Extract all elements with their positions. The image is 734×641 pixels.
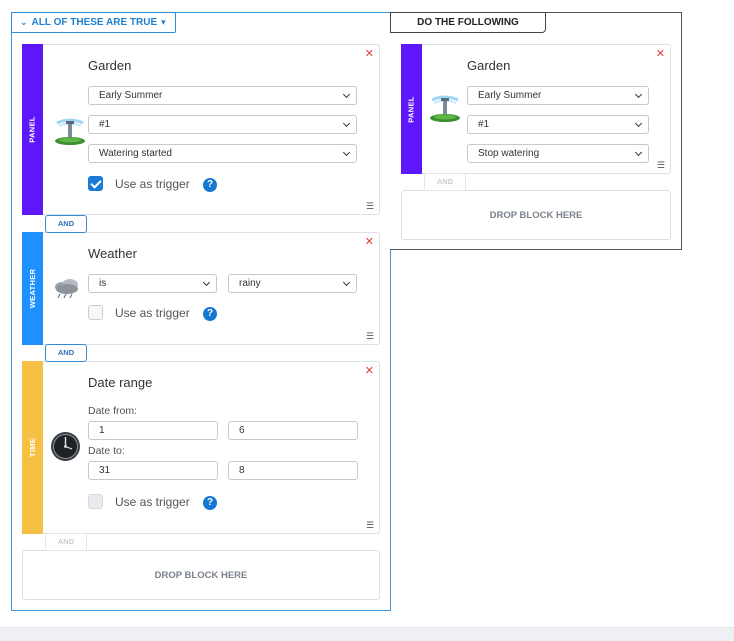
chevron-down-icon (202, 278, 211, 287)
zone-select[interactable]: #1 (88, 115, 357, 134)
block-category-bar: TIME (22, 361, 43, 534)
and-connector-placeholder: AND (45, 533, 87, 551)
action-select-value: Stop watering (478, 148, 540, 159)
rule-editor-canvas: ⌄ ALL OF THESE ARE TRUE ▾ PANEL Garden ✕… (0, 0, 734, 628)
date-to-day-value: 31 (99, 465, 111, 476)
block-category-label: PANEL (28, 116, 37, 143)
block-category-bar: WEATHER (22, 232, 43, 345)
use-as-trigger-label: Use as trigger (115, 177, 190, 191)
block-category-bar: PANEL (22, 44, 43, 215)
drag-handle-icon[interactable]: ☰ (365, 520, 374, 530)
zone-select-value: #1 (478, 119, 490, 130)
date-from-month-value: 6 (239, 425, 245, 436)
chevron-down-icon (342, 90, 351, 99)
date-range-condition-block[interactable]: TIME Date range ✕ Date from: 1 6 Date to… (22, 361, 380, 534)
block-category-label: TIME (28, 437, 37, 458)
use-as-trigger-checkbox[interactable] (88, 494, 103, 509)
action-select[interactable]: Stop watering (467, 144, 649, 163)
and-connector-placeholder: AND (424, 173, 466, 191)
block-title: Garden (467, 58, 511, 73)
block-title: Date range (88, 375, 153, 390)
chevron-down-icon (634, 148, 643, 157)
block-category-label: WEATHER (28, 268, 37, 309)
drag-handle-icon[interactable]: ☰ (365, 331, 374, 341)
date-to-label: Date to: (88, 445, 125, 457)
caret-down-icon: ▾ (161, 17, 166, 27)
weather-operator-value: is (99, 278, 107, 289)
chevron-down-icon (634, 90, 643, 99)
chevron-down-icon (634, 119, 643, 128)
clock-icon (50, 431, 81, 462)
help-icon[interactable]: ? (203, 496, 217, 510)
and-connector: AND (45, 344, 87, 362)
drag-handle-icon[interactable]: ☰ (365, 201, 374, 211)
date-from-day-input[interactable]: 1 (88, 421, 218, 440)
zone-select[interactable]: #1 (467, 115, 649, 134)
use-as-trigger-checkbox[interactable] (88, 176, 103, 191)
date-to-day-input[interactable]: 31 (88, 461, 218, 480)
weather-value: rainy (239, 278, 261, 289)
close-icon[interactable]: ✕ (364, 236, 374, 248)
weather-value-select[interactable]: rainy (228, 274, 357, 293)
use-as-trigger-checkbox[interactable] (88, 305, 103, 320)
conditions-drop-zone[interactable]: DROP BLOCK HERE (22, 550, 380, 600)
event-select-value: Watering started (99, 148, 172, 159)
use-as-trigger-label: Use as trigger (115, 495, 190, 509)
sprinkler-icon (53, 115, 87, 147)
use-as-trigger-label: Use as trigger (115, 306, 190, 320)
block-category-label: PANEL (407, 95, 416, 123)
garden-condition-block[interactable]: PANEL Garden ✕ Early Summer #1 Watering … (22, 44, 380, 215)
season-select[interactable]: Early Summer (467, 86, 649, 105)
help-icon[interactable]: ? (203, 178, 217, 192)
conditions-mode-label: ALL OF THESE ARE TRUE (31, 17, 158, 28)
conditions-mode-dropdown[interactable]: ⌄ ALL OF THESE ARE TRUE ▾ (11, 12, 176, 33)
date-from-month-input[interactable]: 6 (228, 421, 358, 440)
garden-action-block[interactable]: PANEL Garden ✕ Early Summer #1 Stop wate… (401, 44, 671, 174)
block-title: Garden (88, 58, 132, 73)
close-icon[interactable]: ✕ (364, 48, 374, 60)
block-category-bar: PANEL (401, 44, 422, 174)
season-select-value: Early Summer (99, 90, 163, 101)
date-from-label: Date from: (88, 405, 138, 417)
actions-drop-zone[interactable]: DROP BLOCK HERE (401, 190, 671, 240)
date-to-month-value: 8 (239, 465, 245, 476)
season-select-value: Early Summer (478, 90, 542, 101)
actions-header: DO THE FOLLOWING (390, 12, 546, 33)
weather-condition-block[interactable]: WEATHER Weather ✕ is rainy Use as trigge… (22, 232, 380, 345)
event-select[interactable]: Watering started (88, 144, 357, 163)
drag-handle-icon[interactable]: ☰ (656, 160, 665, 170)
close-icon[interactable]: ✕ (655, 48, 665, 60)
season-select[interactable]: Early Summer (88, 86, 357, 105)
chevron-down-icon (342, 148, 351, 157)
and-connector: AND (45, 215, 87, 233)
weather-operator-select[interactable]: is (88, 274, 217, 293)
date-to-month-input[interactable]: 8 (228, 461, 358, 480)
drop-zone-label: DROP BLOCK HERE (489, 209, 583, 221)
block-title: Weather (88, 246, 137, 261)
close-icon[interactable]: ✕ (364, 365, 374, 377)
date-from-day-value: 1 (99, 425, 105, 436)
drop-zone-label: DROP BLOCK HERE (154, 569, 248, 581)
sprinkler-icon (428, 92, 462, 124)
help-icon[interactable]: ? (203, 307, 217, 321)
chevron-down-icon (342, 119, 351, 128)
chevron-down-icon: ⌄ (20, 17, 28, 27)
zone-select-value: #1 (99, 119, 111, 130)
chevron-down-icon (342, 278, 351, 287)
rain-cloud-icon (52, 277, 82, 299)
